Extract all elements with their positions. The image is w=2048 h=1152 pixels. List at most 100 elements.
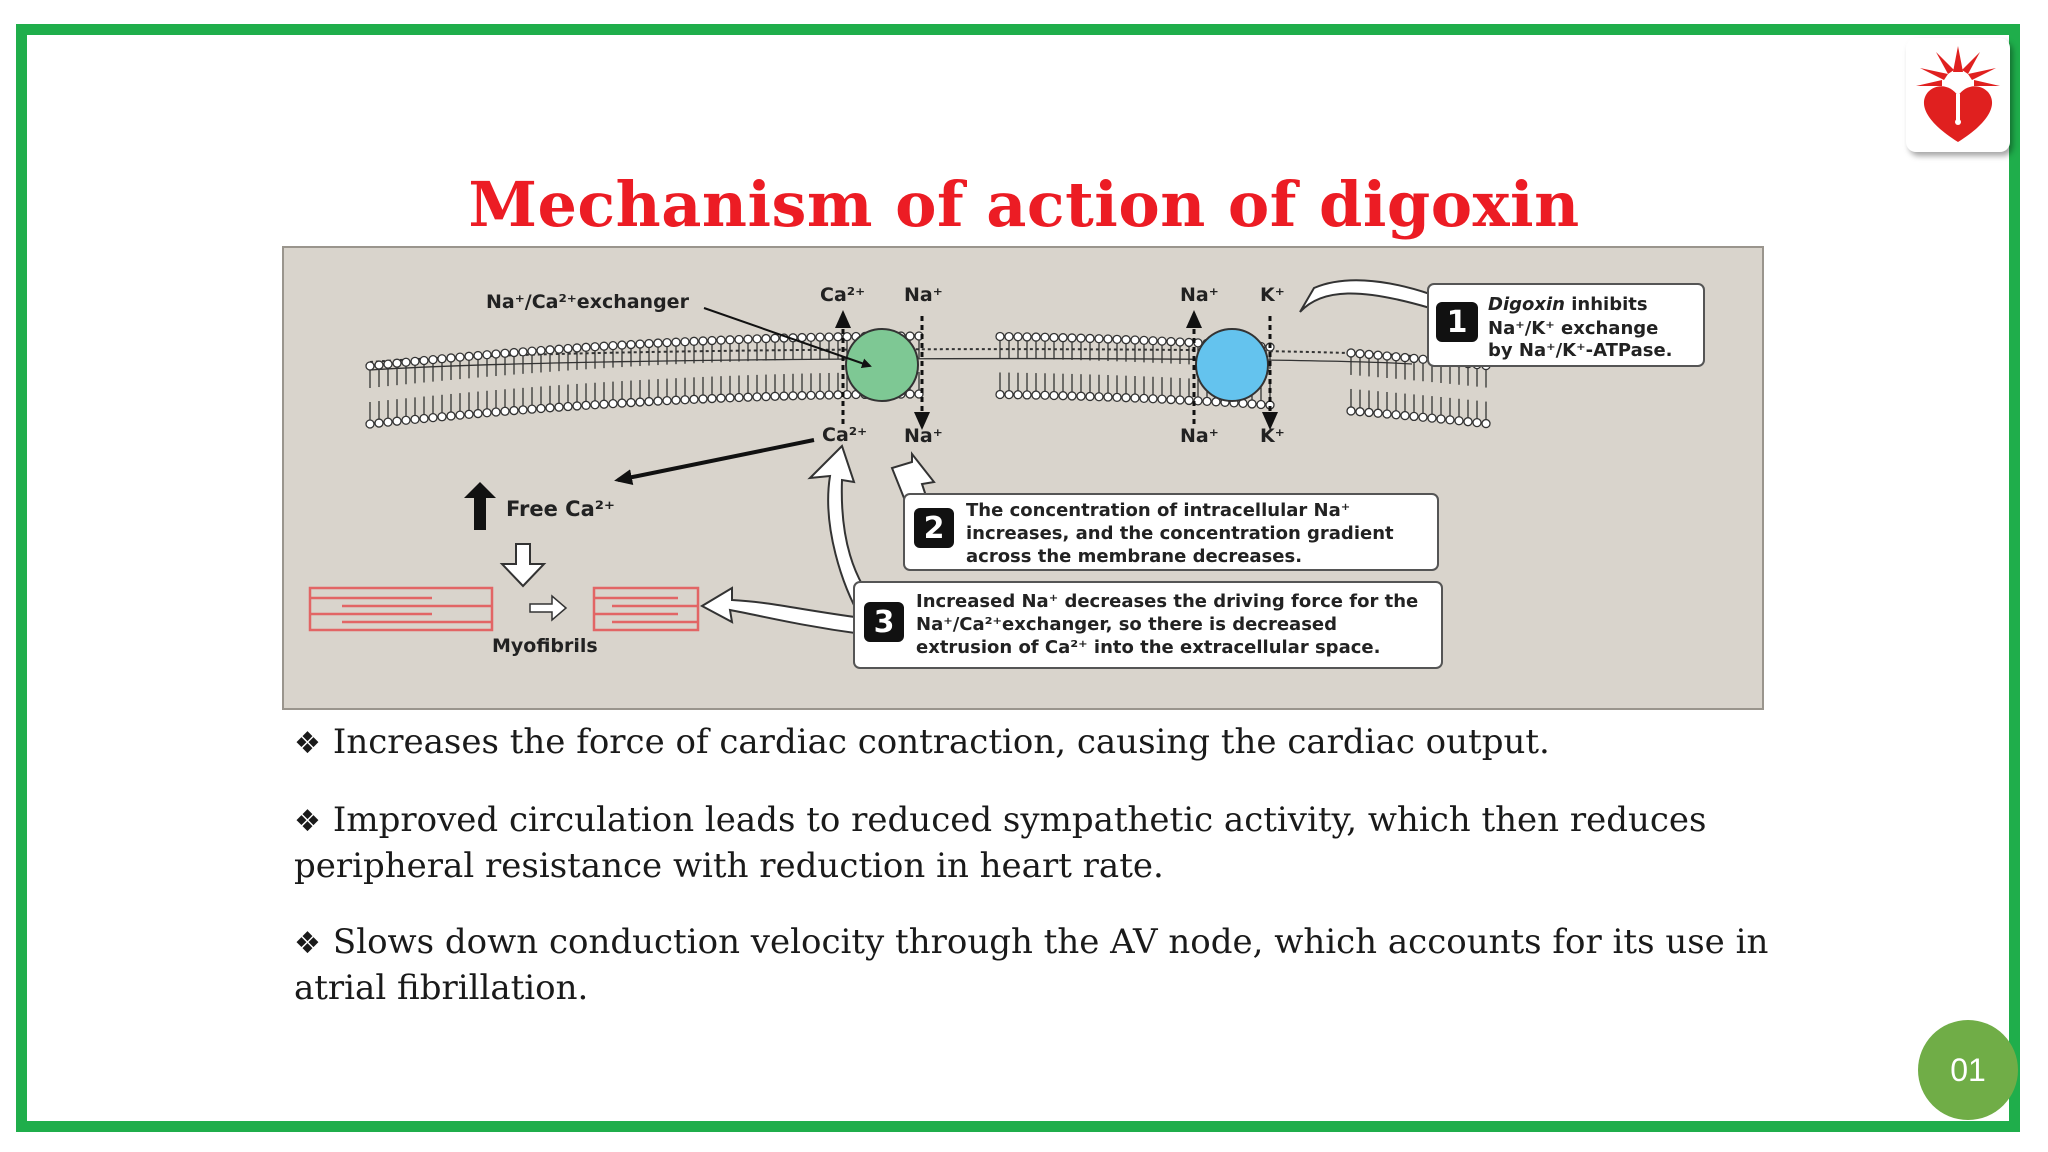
lipid-head (1184, 395, 1194, 406)
lipid-head (581, 342, 591, 352)
lipid-head (383, 359, 393, 369)
lipid-head (788, 391, 798, 401)
lipid-head (500, 348, 510, 358)
lipid-head (410, 414, 420, 425)
lipid-head (635, 339, 645, 349)
lipid-head (725, 335, 735, 345)
lipid-head (563, 401, 573, 412)
lipid-head (1256, 399, 1266, 410)
svg-text:The concentration of intracell: The concentration of intracellular Na⁺ (966, 500, 1350, 521)
right-arrow-icon (529, 594, 568, 622)
lipid-head (590, 342, 600, 352)
lipid-head (1049, 332, 1059, 343)
label-na-bottom-right: Na⁺ (1180, 425, 1219, 447)
lipid-head (617, 398, 627, 408)
lipid-head (464, 409, 474, 419)
na-ca-exchanger-circle (845, 328, 919, 402)
lipid-head (770, 391, 780, 401)
lipid-head (1013, 390, 1023, 400)
lipid-head (824, 390, 834, 400)
lipid-head (644, 396, 654, 407)
diamond-bullet-icon: ❖ (294, 726, 321, 761)
lipid-head (536, 403, 546, 414)
lipid-head (1058, 391, 1068, 401)
lipid-head (1346, 348, 1356, 358)
diamond-bullet-icon: ❖ (294, 926, 321, 961)
lipid-head (671, 337, 681, 347)
lipid-head (1076, 333, 1086, 343)
label-ca-top: Ca²⁺ (820, 284, 865, 306)
lipid-head (797, 390, 807, 401)
lipid-head (1130, 393, 1140, 403)
lipid-head (446, 411, 456, 421)
lipid-head (464, 351, 474, 361)
lipid-head (392, 416, 402, 426)
lipid-head (806, 390, 816, 401)
lipid-head (1373, 408, 1383, 418)
lipid-head (1202, 396, 1212, 406)
lipid-head (824, 332, 834, 342)
lipid-head (608, 398, 618, 409)
lipid-head (617, 340, 627, 350)
lipid-head (1247, 399, 1257, 409)
lipid-head (635, 397, 645, 407)
lipid-head (995, 389, 1005, 400)
svg-text:by Na⁺/K⁺-ATPase.: by Na⁺/K⁺-ATPase. (1488, 340, 1673, 361)
lipid-head (1085, 333, 1095, 344)
label-k-bottom: K⁺ (1260, 425, 1285, 447)
lipid-head (572, 343, 582, 353)
svg-text:1: 1 (1447, 305, 1468, 340)
lipid-head (1175, 337, 1185, 347)
lipid-head (995, 331, 1005, 342)
svg-text:increases, and the concentrati: increases, and the concentration gradien… (966, 523, 1394, 544)
lipid-head (1103, 334, 1113, 344)
lipid-head (1040, 332, 1050, 342)
lipid-head (536, 345, 546, 356)
lipid-head (689, 394, 699, 404)
lipid-head (1157, 336, 1167, 346)
svg-text:2: 2 (924, 511, 945, 546)
lipid-head (1418, 354, 1428, 364)
lipid-head (491, 407, 501, 417)
lipid-head (365, 361, 375, 371)
lipid-head (518, 405, 528, 415)
lipid-head (671, 395, 681, 405)
lipid-head (734, 334, 744, 345)
lipid-head (1148, 394, 1158, 404)
lipid-head (482, 408, 492, 418)
lipid-head (509, 347, 519, 358)
callout-1-pointer (1299, 279, 1431, 313)
up-arrow-icon (464, 482, 496, 530)
lipid-head (1400, 352, 1410, 363)
slide-title: Mechanism of action of digoxin (468, 168, 1580, 241)
lipid-head (779, 391, 789, 401)
lipid-head (1382, 409, 1392, 419)
lipid-head (374, 418, 384, 428)
lipid-head (626, 339, 636, 350)
lipid-head (1094, 334, 1104, 344)
lipid-head (1004, 331, 1014, 342)
bullet-text: Improved circulation leads to reduced sy… (294, 800, 1707, 886)
lipid-head (608, 340, 618, 351)
lipid-head (1364, 407, 1374, 418)
lipid-head (1481, 418, 1491, 429)
lipid-head (437, 354, 447, 364)
svg-text:Na⁺/K⁺ exchange: Na⁺/K⁺ exchange (1488, 318, 1658, 339)
lipid-head (743, 334, 753, 344)
lipid-head (455, 410, 465, 420)
lipid-head (1130, 335, 1140, 345)
lipid-head (1067, 391, 1077, 401)
label-na-bottom-left: Na⁺ (904, 425, 943, 447)
lipid-head (833, 332, 843, 342)
lipid-head (383, 417, 393, 427)
lipid-head (1148, 336, 1158, 346)
lipid-head (1436, 414, 1446, 424)
lipid-head (428, 412, 438, 423)
bullet-item: ❖Improved circulation leads to reduced s… (294, 798, 1774, 889)
diamond-bullet-icon: ❖ (294, 804, 321, 839)
lipid-head (653, 338, 663, 348)
lipid-head (689, 336, 699, 346)
lipid-head (554, 344, 564, 354)
svg-text:Na⁺/Ca²⁺exchanger, so there is: Na⁺/Ca²⁺exchanger, so there is decreased (916, 614, 1337, 635)
lipid-head (716, 393, 726, 403)
